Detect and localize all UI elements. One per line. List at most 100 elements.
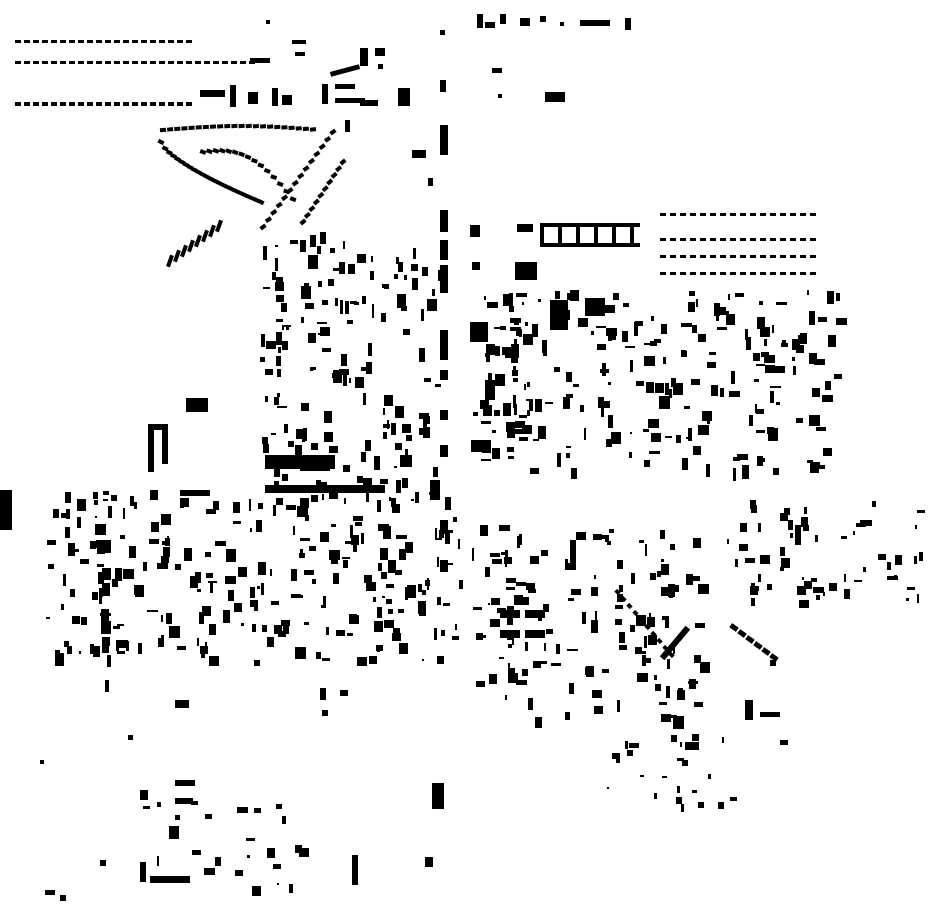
building [506,587,515,590]
building [660,272,666,275]
building [191,801,198,805]
building [810,238,816,241]
building [670,272,676,275]
building [737,454,748,460]
building [506,578,516,583]
building [276,498,283,505]
building [175,780,195,786]
building [458,539,460,549]
building [143,806,150,809]
building [780,740,788,745]
building [800,272,806,275]
building [750,591,758,595]
building [792,357,795,361]
building [353,540,357,552]
building [162,424,168,464]
building [671,378,676,387]
building [688,681,698,684]
building [580,405,584,412]
building [627,750,633,756]
building [507,616,513,625]
building [396,257,399,264]
building [208,224,216,238]
building [360,48,368,66]
building [760,712,780,717]
building [309,127,317,132]
building [103,499,108,501]
building [760,327,770,337]
building [386,584,394,588]
building [186,61,192,64]
building [123,102,129,106]
building [96,40,102,43]
building [440,265,448,293]
building [396,480,401,493]
building [159,102,165,106]
building [209,624,216,635]
building [917,510,925,513]
building [706,464,710,477]
building [384,395,393,406]
building [177,102,183,106]
building [487,302,498,308]
building [15,40,21,43]
building [651,316,654,321]
building [769,653,779,662]
building [159,40,165,43]
building [357,254,366,263]
building [735,293,744,297]
building [670,238,676,241]
building [700,255,706,258]
building [197,638,199,646]
building [757,456,763,466]
building [761,352,769,357]
building [807,290,809,295]
buildings-layer [0,14,925,901]
building [120,535,125,539]
building [646,382,654,393]
building [659,396,670,409]
building [558,227,562,243]
building [77,517,81,528]
building [656,637,663,645]
building [297,172,305,180]
building [597,344,606,350]
building [492,559,502,564]
building [353,615,359,624]
building [230,85,236,107]
building [266,124,274,129]
building [692,790,697,793]
building [676,435,681,443]
building [625,745,628,749]
building [448,563,453,565]
building [283,325,291,327]
building [619,645,627,650]
building [617,700,620,712]
building [607,541,611,545]
building [515,421,525,428]
building [291,594,301,598]
building [643,429,649,432]
building [488,373,492,384]
building [161,615,163,622]
building [906,598,909,601]
building [42,40,48,43]
building [739,544,748,551]
building [265,369,273,375]
building [692,325,697,333]
building [439,530,444,538]
building [690,213,696,216]
building [165,538,170,546]
building [324,432,333,442]
building [261,334,265,347]
building [188,125,195,131]
building [161,145,169,152]
building [432,783,444,809]
building [51,102,57,106]
building [617,594,623,602]
building [286,187,294,194]
building [887,576,898,580]
building [504,557,512,564]
building [150,61,156,64]
building [177,61,183,64]
